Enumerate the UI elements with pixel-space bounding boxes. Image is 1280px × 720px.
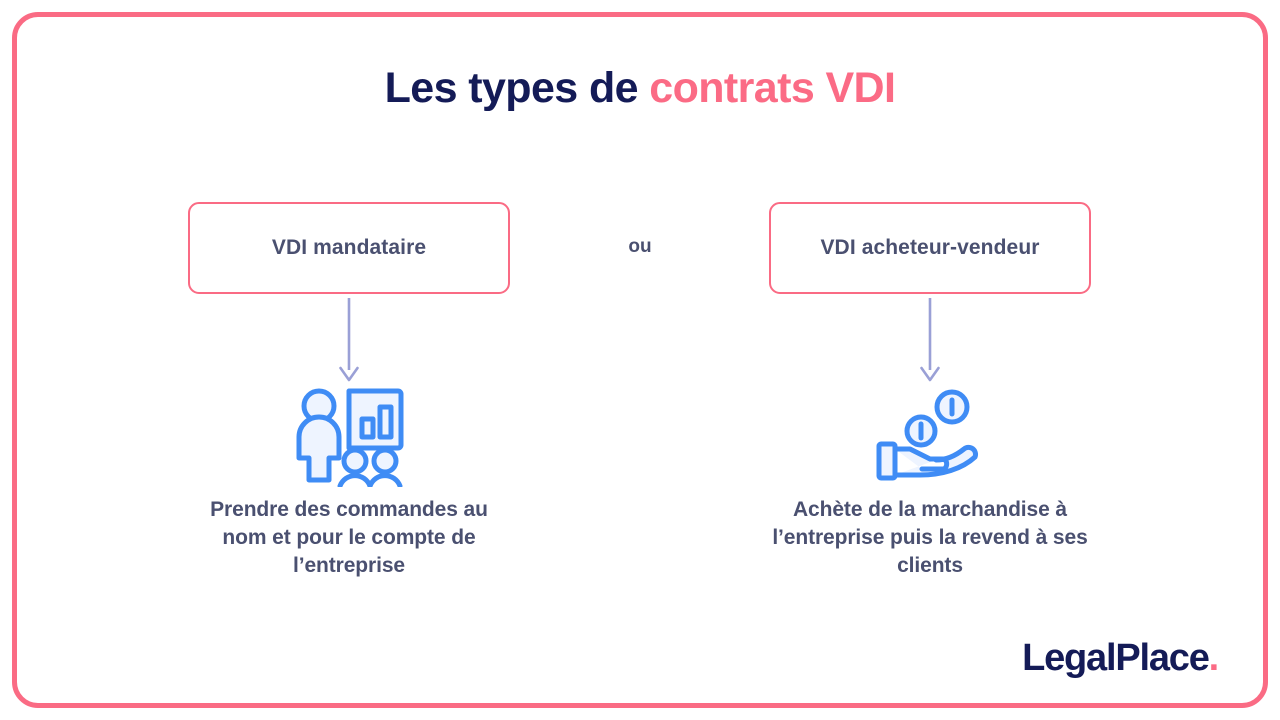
presenter-chart-audience-icon xyxy=(296,388,404,487)
branch-caption: Achète de la marchandise à l’entreprise … xyxy=(772,498,1088,578)
icon-presenter-chart-audience xyxy=(188,384,510,490)
page-title: Les types de contrats VDI xyxy=(0,64,1280,113)
page-title-primary: Les types de xyxy=(384,64,650,112)
branch-vdi-mandataire: VDI mandataire xyxy=(188,202,510,580)
branch-caption: Prendre des commandes au nom et pour le … xyxy=(210,498,488,578)
connector-label-ou: ou xyxy=(628,236,652,257)
arrow-down-icon xyxy=(339,298,359,382)
legalplace-logo: LegalPlace. xyxy=(1022,637,1220,680)
logo-wordmark: LegalPlace xyxy=(1022,637,1210,679)
outer-border-frame xyxy=(12,12,1268,708)
branch-vdi-acheteur-vendeur: VDI acheteur-vendeur xyxy=(769,202,1091,580)
logo-dot: . xyxy=(1208,637,1220,679)
option-label: VDI acheteur-vendeur xyxy=(820,236,1040,259)
hand-receiving-coins-icon xyxy=(876,389,978,481)
page-title-accent: contrats VDI xyxy=(649,64,896,112)
option-box-vdi-mandataire[interactable]: VDI mandataire xyxy=(188,202,510,294)
icon-hand-receiving-coins xyxy=(769,384,1091,490)
arrow-down-right xyxy=(769,294,1091,384)
arrow-down-left xyxy=(188,294,510,384)
option-label: VDI mandataire xyxy=(271,236,427,259)
option-box-vdi-acheteur-vendeur[interactable]: VDI acheteur-vendeur xyxy=(769,202,1091,294)
arrow-down-icon xyxy=(920,298,940,382)
